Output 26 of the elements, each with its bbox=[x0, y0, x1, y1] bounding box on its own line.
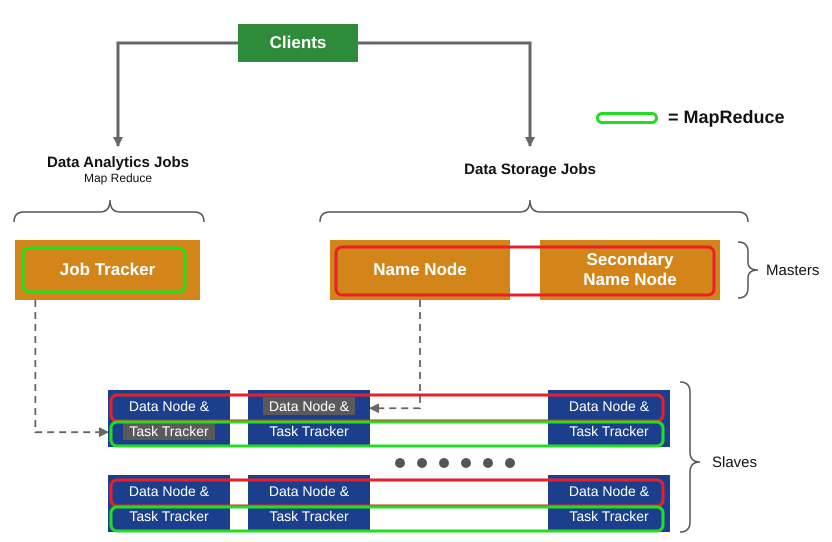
arrow bbox=[113, 42, 238, 147]
subheading-text: Map Reduce bbox=[84, 170, 152, 184]
node-label: Task Tracker bbox=[568, 506, 650, 525]
node-label: Data Node & bbox=[128, 397, 210, 416]
node-label: Secondary Name Node bbox=[582, 250, 678, 290]
node-label: Name Node bbox=[373, 260, 467, 280]
node-label: Task Tracker bbox=[568, 422, 650, 440]
node-label: Data Node & bbox=[568, 397, 650, 416]
node-label: Data Node & bbox=[268, 482, 350, 500]
group-label: Slaves bbox=[712, 454, 758, 471]
process-box bbox=[238, 24, 358, 62]
node-label: Job Tracker bbox=[60, 260, 156, 280]
arrow bbox=[358, 42, 535, 147]
group-label: Masters bbox=[766, 262, 820, 279]
node-label: Data Node & bbox=[568, 482, 650, 500]
node-label: Task Tracker bbox=[128, 506, 210, 525]
heading-text: Data Storage Jobs bbox=[464, 160, 596, 178]
node-label: Task Tracker bbox=[268, 506, 350, 525]
node-label: Data Node & bbox=[128, 482, 210, 500]
node-label: Task Tracker bbox=[268, 422, 350, 440]
node-label: Clients bbox=[270, 33, 326, 53]
legend-label: = MapReduce bbox=[668, 107, 785, 128]
arrow bbox=[369, 300, 421, 414]
heading-text: Data Analytics Jobs bbox=[47, 154, 189, 170]
arrow bbox=[34, 300, 109, 438]
node-label: Data Node & bbox=[262, 397, 356, 416]
